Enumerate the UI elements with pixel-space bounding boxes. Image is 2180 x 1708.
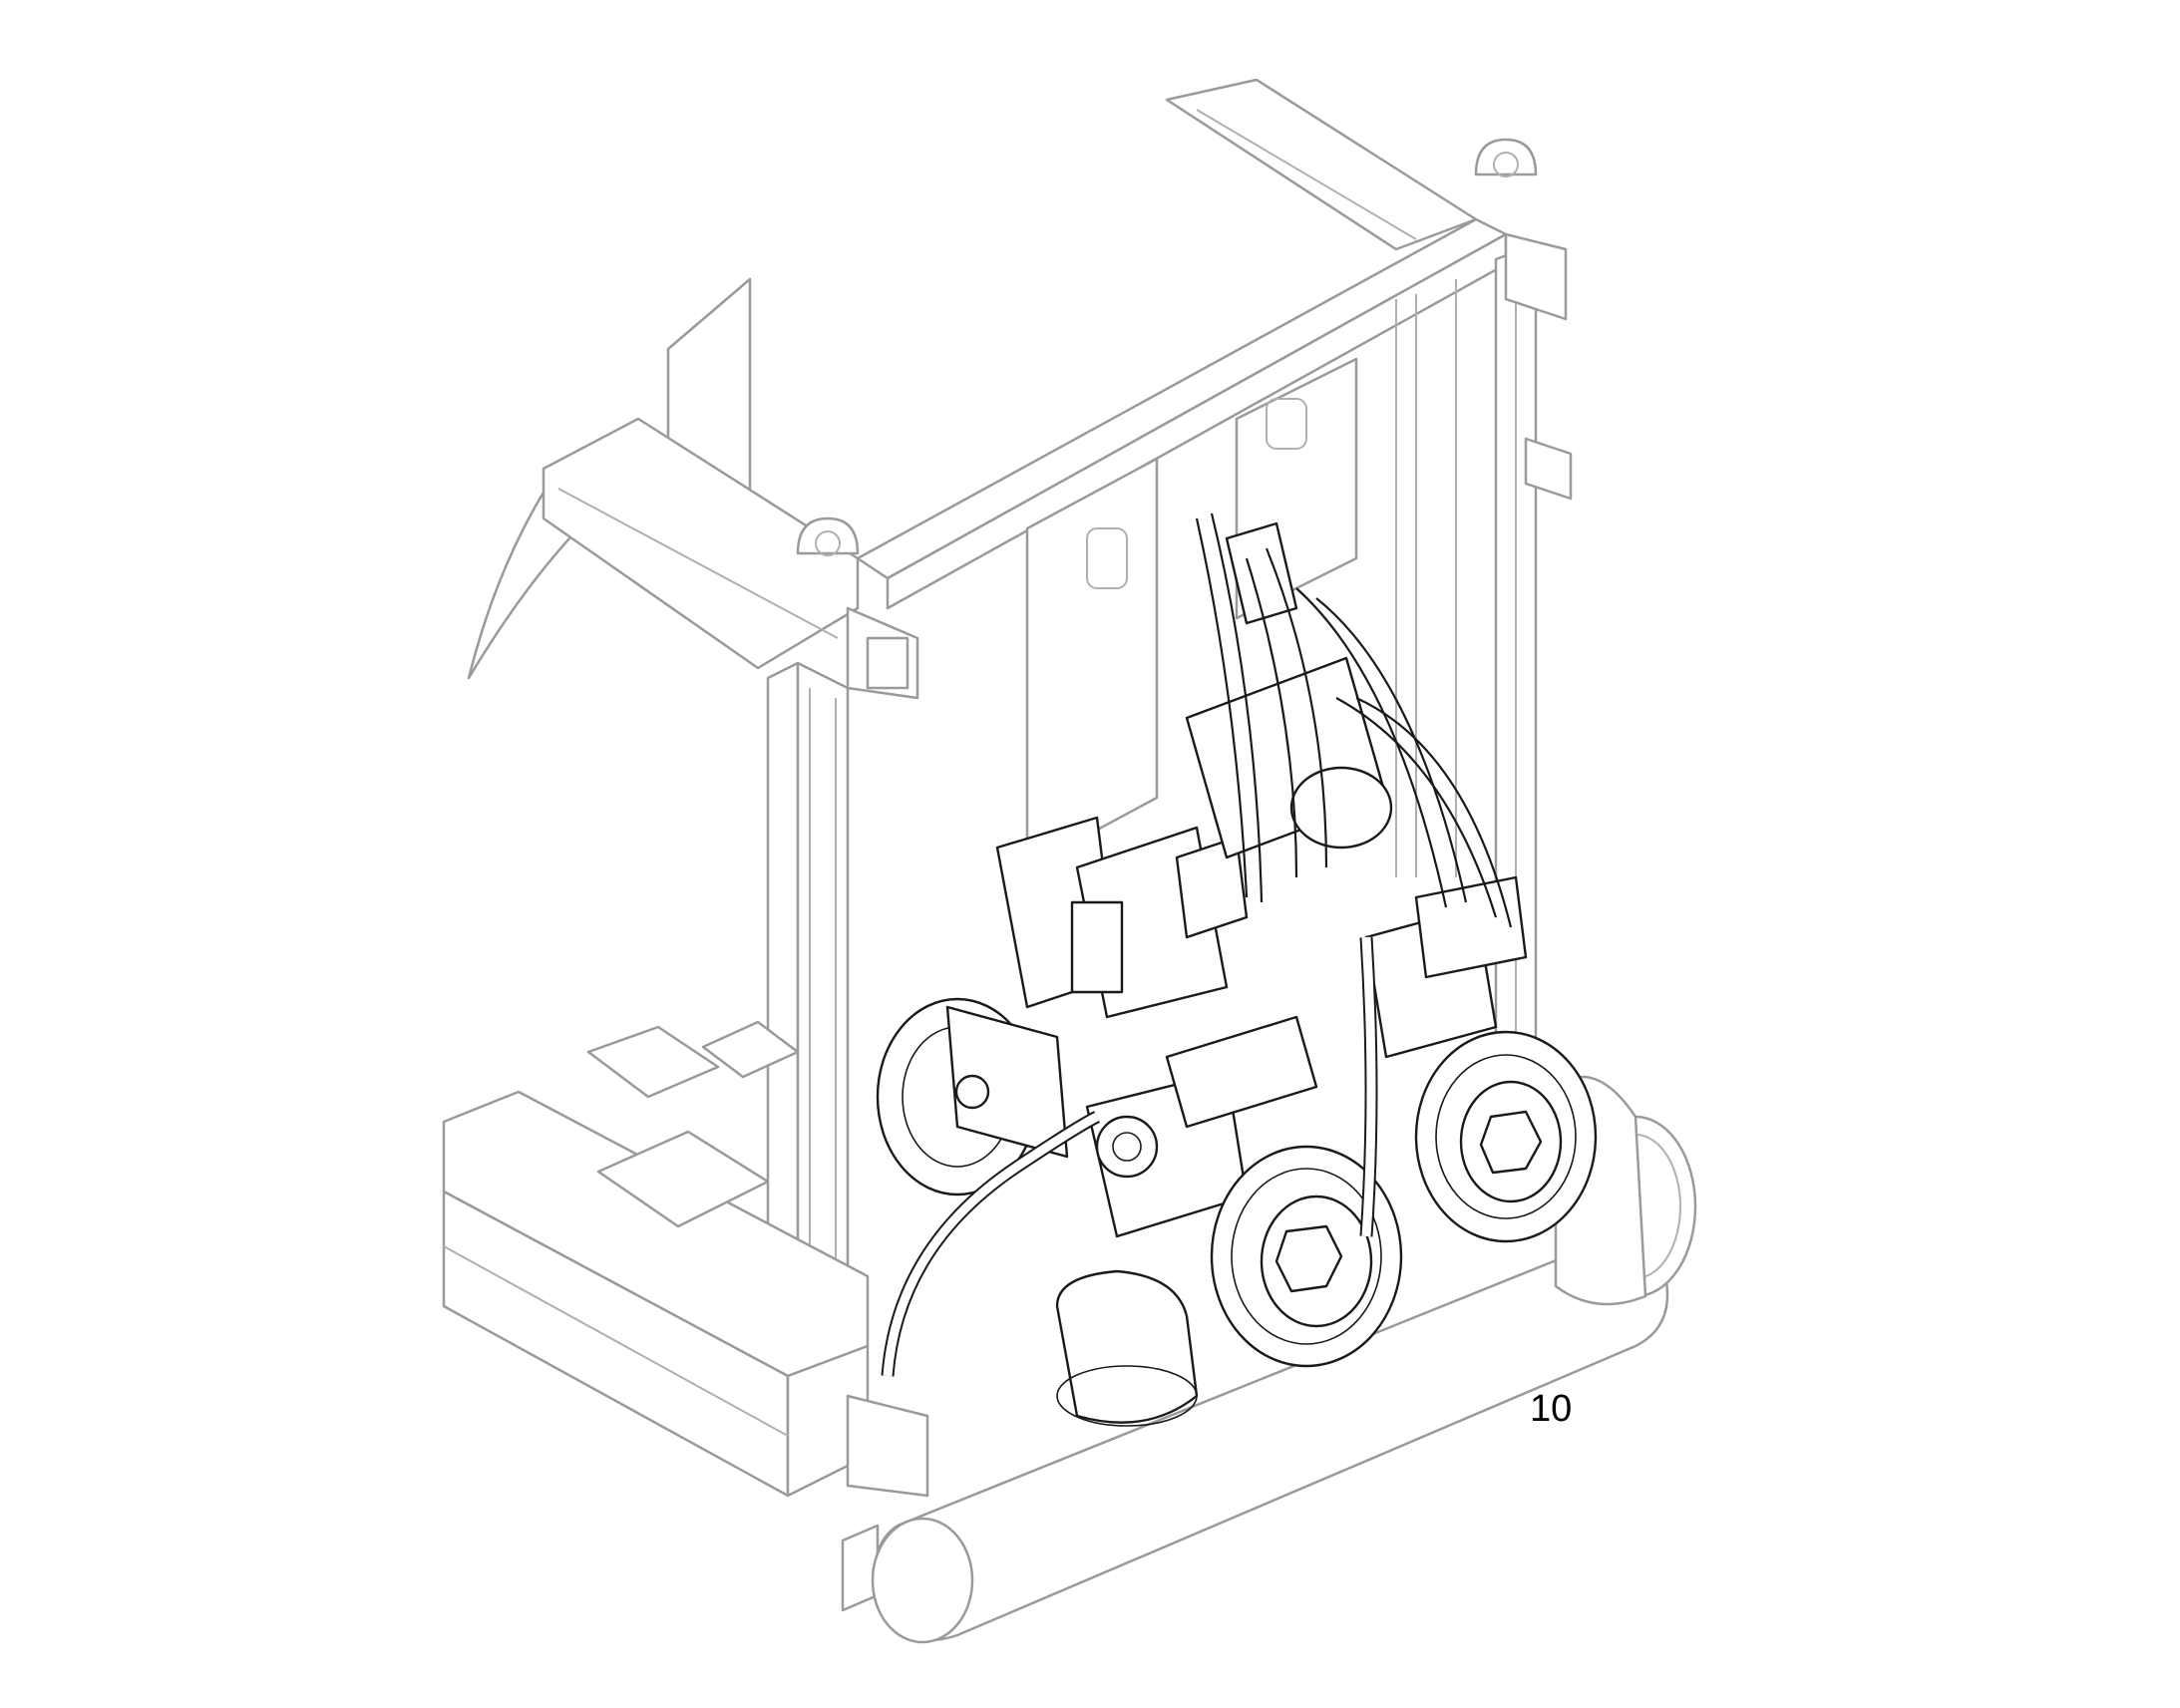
hydraulic-hoses: [881, 512, 1513, 1377]
callout-number: 10: [1530, 1388, 1572, 1430]
hydraulic-components: [876, 521, 1598, 1427]
support-frame: [442, 78, 1697, 1644]
